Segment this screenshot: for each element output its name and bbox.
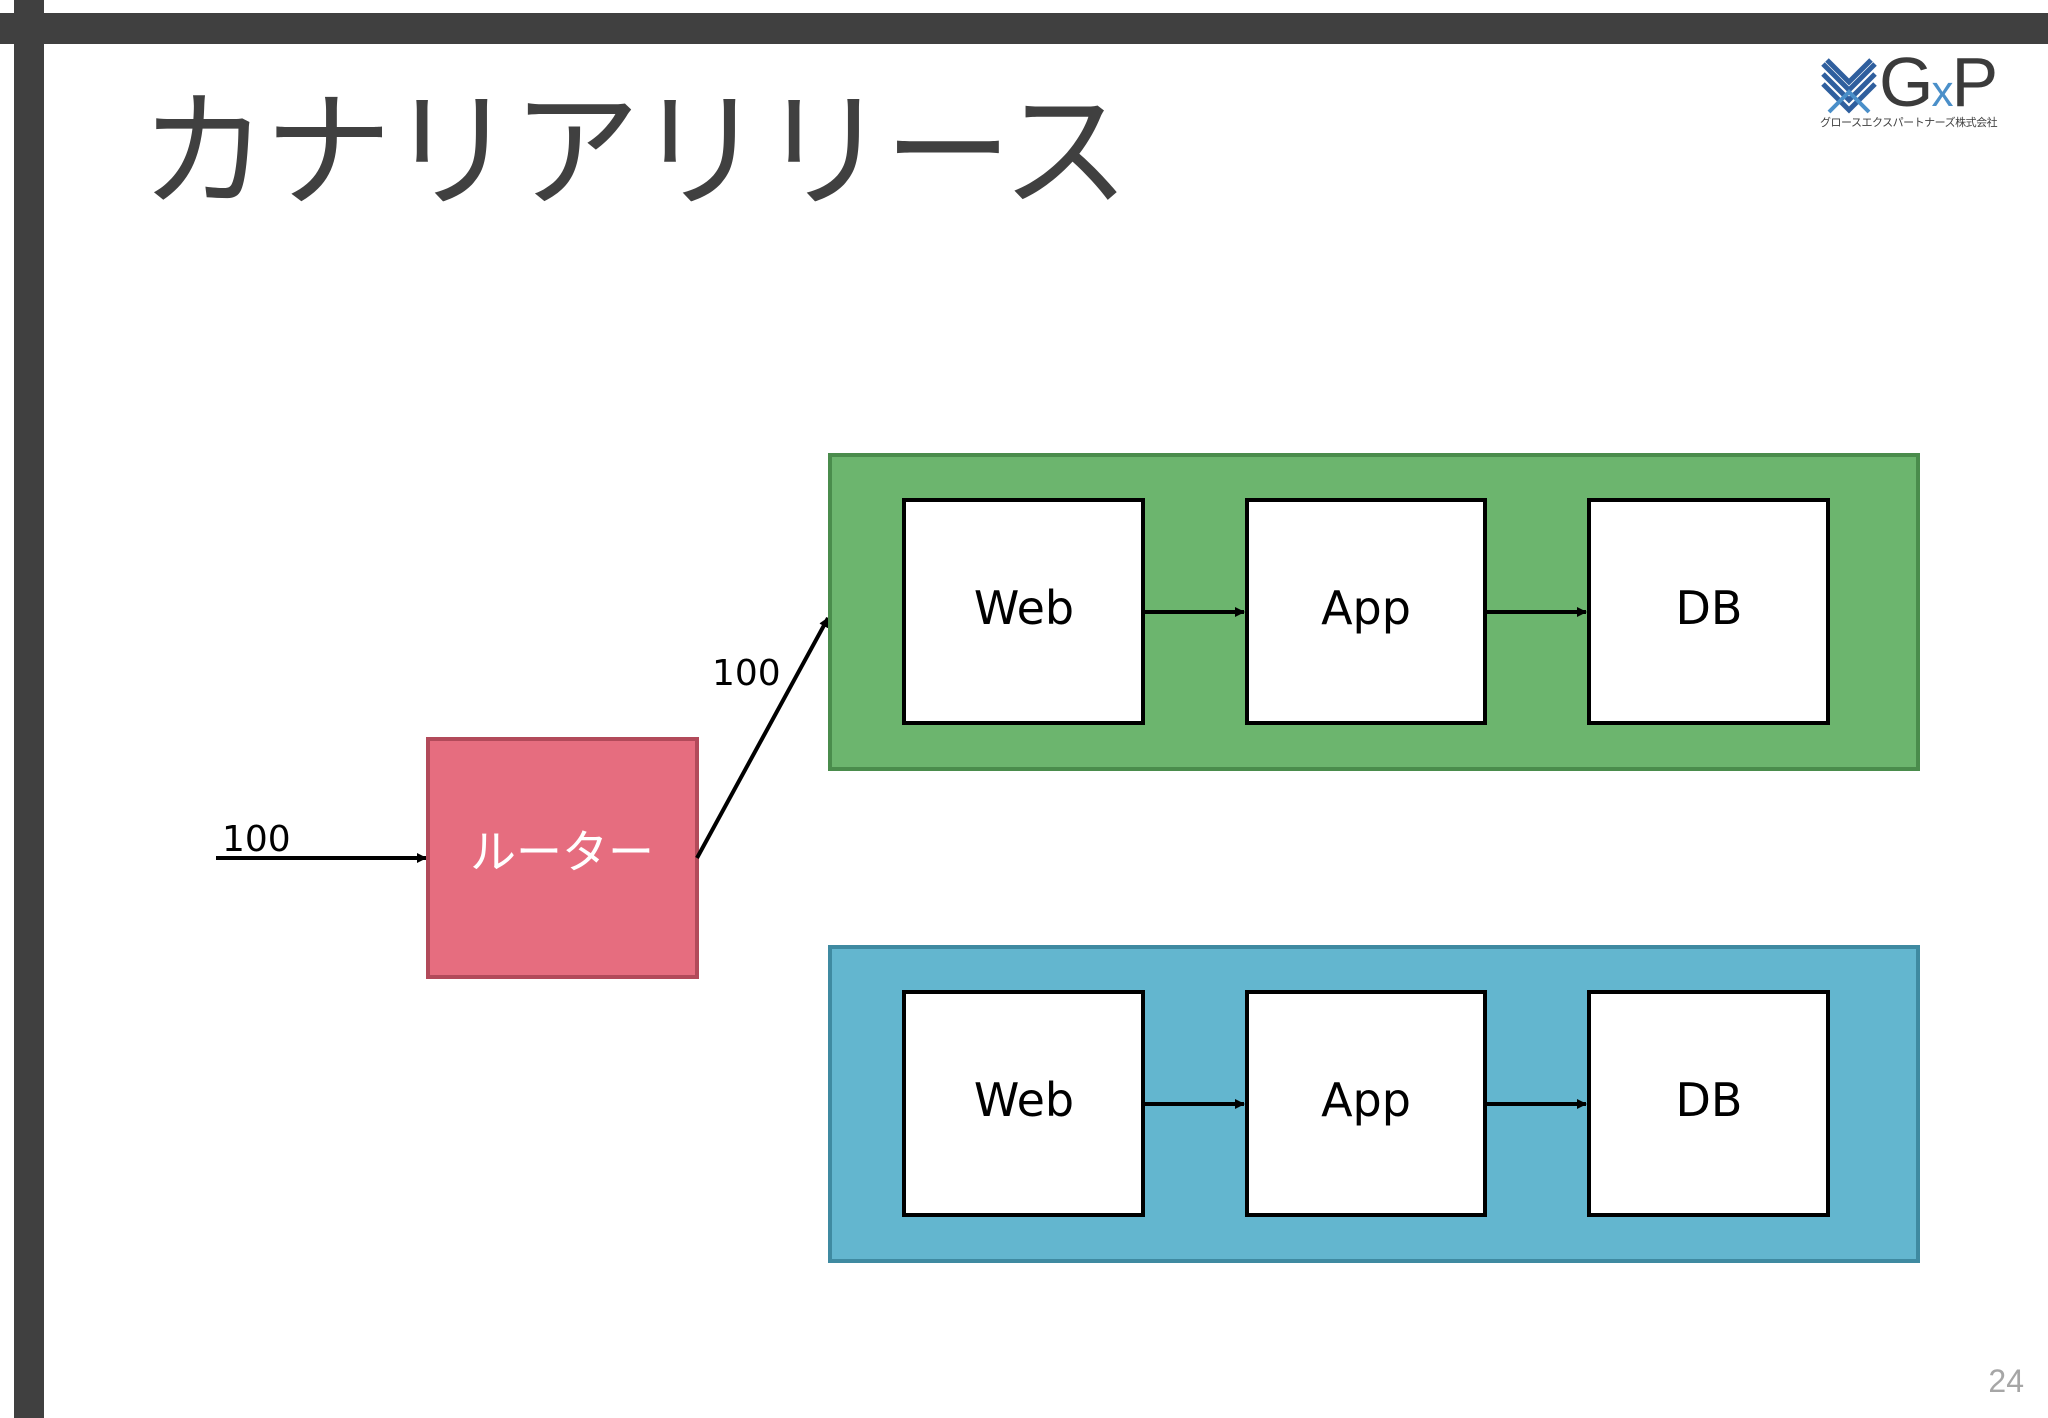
route-arrow: [695, 617, 830, 859]
page-number: 24: [1988, 1363, 2024, 1399]
blue-web-box: [902, 990, 1145, 1217]
green-app-box: [1245, 498, 1487, 725]
green-db-box: [1587, 498, 1830, 725]
logo-company-name: グロースエクスパートナーズ株式会社: [1820, 116, 1998, 129]
router-label: ルーター: [470, 825, 654, 879]
slide-frame-left: [14, 0, 44, 1418]
green-app-label: App: [1321, 581, 1411, 635]
blue-app-label: App: [1321, 1073, 1411, 1127]
company-logo: GxP グロースエクスパートナーズ株式会社: [1815, 43, 2025, 134]
router-box: [426, 737, 699, 979]
route-traffic-label: 100: [712, 653, 781, 694]
logo-mark-icon: [1821, 58, 1877, 114]
blue-db-label: DB: [1676, 1073, 1743, 1127]
blue-db-box: [1587, 990, 1830, 1217]
blue-app-box: [1245, 990, 1487, 1217]
green-web-box: [902, 498, 1145, 725]
blue-web-label: Web: [974, 1073, 1074, 1127]
green-db-label: DB: [1676, 581, 1743, 635]
input-traffic-label: 100: [222, 819, 291, 860]
slide-frame-top: [0, 13, 2048, 44]
slide-title: カナリアリリース: [140, 78, 1130, 227]
logo-wordmark: GxP: [1879, 43, 1998, 121]
green-web-label: Web: [974, 581, 1074, 635]
